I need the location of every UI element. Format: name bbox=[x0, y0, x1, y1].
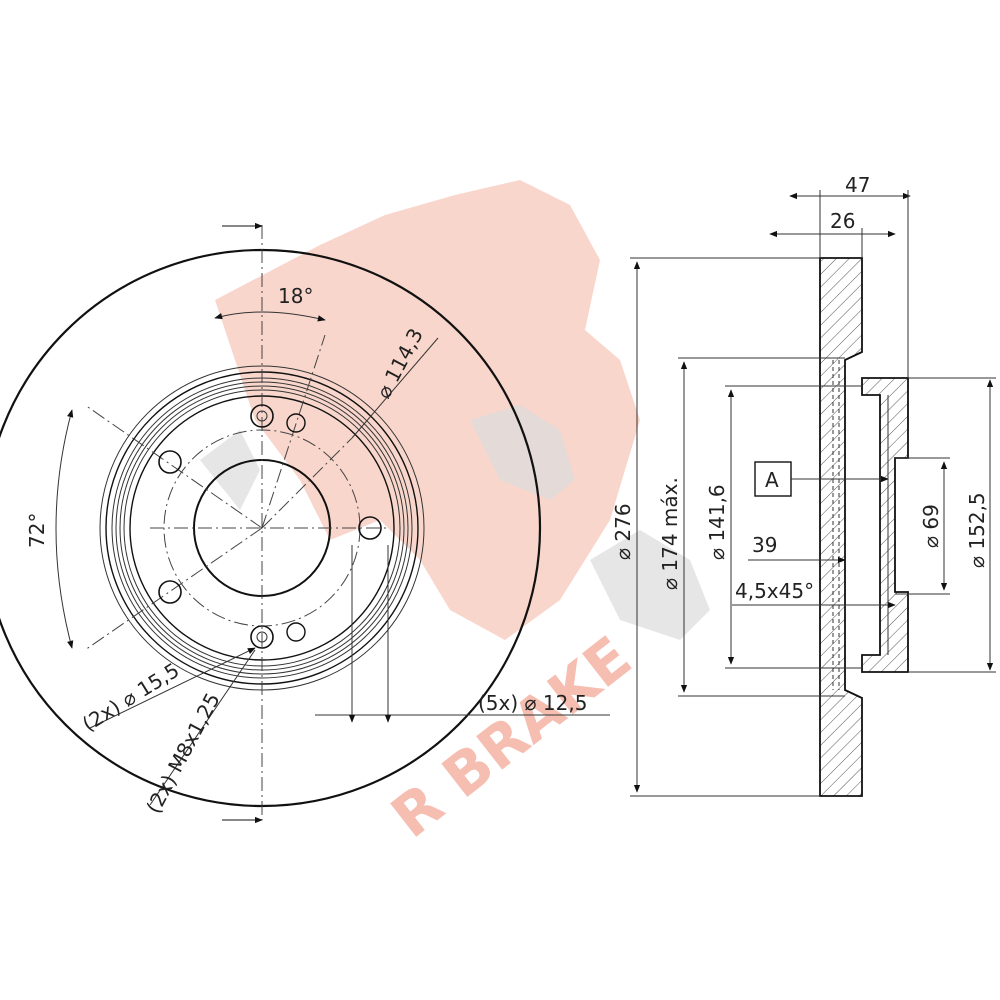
hat-section bbox=[861, 377, 909, 673]
dim-39-label: 39 bbox=[752, 533, 777, 557]
disc-section bbox=[819, 257, 863, 797]
angle-18-label: 18° bbox=[278, 284, 313, 308]
radial-line-4 bbox=[261, 437, 353, 529]
radial-line-3 bbox=[84, 527, 263, 651]
dim-69-label: ⌀ 69 bbox=[919, 504, 943, 548]
dim-152-label: ⌀ 152,5 bbox=[965, 492, 989, 568]
angle-arc-18 bbox=[214, 311, 326, 322]
leader-114 bbox=[351, 337, 439, 439]
bolt-hole-inner bbox=[256, 631, 268, 643]
bolt-hole bbox=[250, 404, 274, 428]
dim-276-label: ⌀ 276 bbox=[611, 503, 635, 560]
chamfer-label: 4,5x45° bbox=[735, 579, 814, 603]
holes-small-label: (5x) ⌀ 12,5 bbox=[478, 691, 587, 715]
dim-26-label: 26 bbox=[830, 209, 855, 233]
small-hole bbox=[286, 413, 306, 433]
thread-label: (2x) M8x1,25 bbox=[141, 689, 225, 818]
dim-141-label: ⌀ 141,6 bbox=[705, 484, 729, 560]
radial-line-2 bbox=[84, 404, 263, 529]
watermark-logo bbox=[215, 180, 640, 640]
dim-174-label: ⌀ 174 máx. bbox=[658, 477, 682, 590]
bolt-hole bbox=[358, 516, 382, 540]
datum-label: A bbox=[765, 468, 779, 492]
angle-72-label: 72° bbox=[25, 513, 49, 548]
hole-large-label: (2x) ⌀ 15,5 bbox=[78, 658, 184, 736]
bolt-hole-inner bbox=[256, 410, 268, 422]
bolt-hole bbox=[158, 580, 182, 604]
bolt-hole bbox=[158, 450, 182, 474]
side-view: 47 26 ⌀ 276 ⌀ 174 máx. ⌀ 141,6 A 39 4,5x… bbox=[611, 173, 996, 797]
watermark-logo-shadow bbox=[200, 405, 710, 640]
leader-15 bbox=[89, 647, 256, 729]
bolt-hole bbox=[250, 625, 274, 649]
small-hole bbox=[286, 622, 306, 642]
angle-arc-72 bbox=[55, 409, 74, 649]
leader-m8 bbox=[149, 649, 256, 806]
datum-box bbox=[754, 461, 792, 497]
watermark-brand: R BRAKE bbox=[379, 623, 644, 851]
dim-47-label: 47 bbox=[845, 173, 870, 197]
